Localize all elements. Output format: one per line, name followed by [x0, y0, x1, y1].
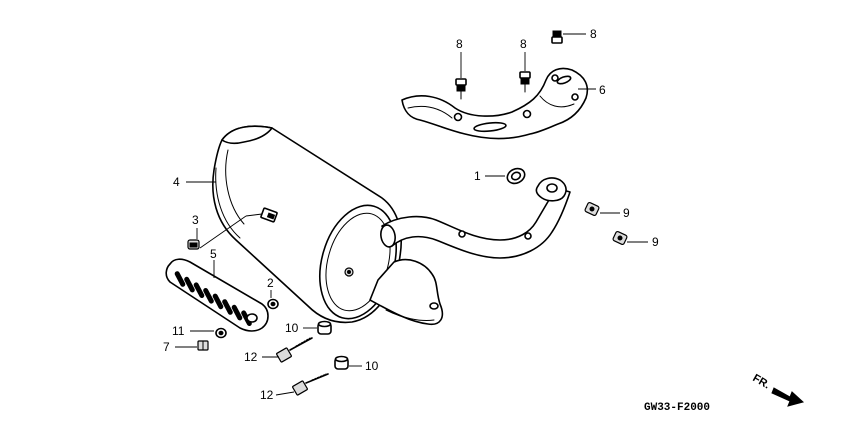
- exhaust-pipe: [380, 177, 571, 259]
- callout-2: 2: [267, 276, 274, 290]
- front-arrow-icon: [771, 387, 805, 407]
- callout-7: 7: [163, 340, 170, 354]
- bolt-part-7: [197, 340, 209, 351]
- front-direction-label: FR.: [751, 372, 772, 391]
- bolt-part-8-left: [455, 78, 467, 100]
- leader-lines: [175, 33, 648, 396]
- protector-mount-hole: [246, 313, 258, 323]
- callout-8-left: 8: [456, 37, 463, 51]
- callout-8-right: 8: [590, 27, 597, 41]
- bolt-part-12-upper: [276, 337, 313, 363]
- callout-4: 4: [173, 175, 180, 189]
- collar-part-11: [215, 327, 227, 339]
- callout-labels: 8 8 8 6 1 4 3 5 2 9 9 11 7 10 10 12 12: [163, 27, 659, 402]
- callout-10-lower: 10: [365, 359, 379, 373]
- protector-slot: [212, 293, 224, 310]
- callout-6: 6: [599, 83, 606, 97]
- bolt-part-8-right: [551, 30, 563, 44]
- protector-slot: [203, 288, 214, 304]
- callout-10-upper: 10: [285, 321, 299, 335]
- protector-slot: [222, 299, 233, 315]
- callout-1: 1: [474, 169, 481, 183]
- callout-5: 5: [210, 247, 217, 261]
- callout-12-upper: 12: [244, 350, 258, 364]
- callout-9-lower: 9: [652, 235, 659, 249]
- muffler-protector-part-5: [165, 258, 269, 332]
- callout-11: 11: [172, 324, 185, 338]
- protector-slot: [174, 271, 186, 287]
- pipe-protector-part-6: [401, 67, 589, 140]
- protector-slot: [193, 282, 205, 298]
- front-direction-indicator: FR.: [751, 372, 805, 407]
- nut-part-9-lower: [612, 230, 628, 246]
- nut-part-9-upper: [584, 201, 600, 217]
- diagram-code: GW33-F2000: [644, 402, 710, 414]
- bolt-part-12-lower: [292, 373, 329, 396]
- callout-9-upper: 9: [623, 206, 630, 220]
- bushing-part-10-lower: [334, 355, 349, 370]
- callout-8-middle: 8: [520, 37, 527, 51]
- nut-part-3: [187, 239, 200, 250]
- bolt-part-8-middle: [519, 71, 531, 93]
- callout-12-lower: 12: [260, 388, 274, 402]
- callout-3: 3: [192, 213, 199, 227]
- muffler-part-4: [212, 125, 444, 326]
- washer-part-2: [267, 298, 279, 310]
- protector-slot: [184, 276, 195, 293]
- gasket-part-1: [506, 167, 526, 185]
- protector-slot: [231, 304, 243, 321]
- bushing-part-10-upper: [317, 320, 332, 335]
